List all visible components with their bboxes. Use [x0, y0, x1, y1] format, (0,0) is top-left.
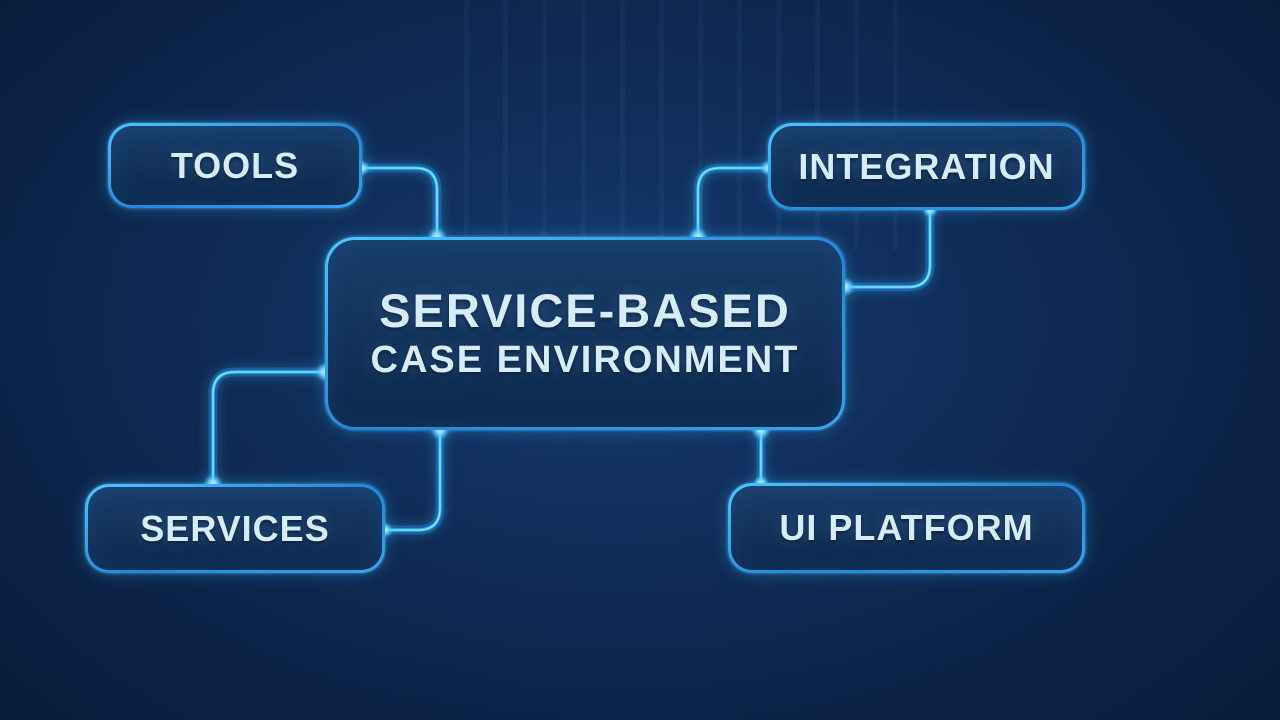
node-center: SERVICE-BASED CASE ENVIRONMENT — [325, 237, 845, 430]
center-title-line1: SERVICE-BASED — [379, 283, 791, 337]
node-ui-platform: UI PLATFORM — [728, 483, 1085, 573]
center-title-line2: CASE ENVIRONMENT — [370, 338, 800, 381]
connector-integration-center-top — [696, 166, 770, 239]
node-integration-label: INTEGRATION — [798, 145, 1055, 187]
node-center-body: SERVICE-BASED CASE ENVIRONMENT — [328, 240, 842, 427]
node-integration-body: INTEGRATION — [771, 126, 1082, 207]
connector-integration-center-right — [843, 208, 932, 289]
node-tools: TOOLS — [108, 123, 362, 208]
node-integration: INTEGRATION — [768, 123, 1085, 210]
node-services: SERVICES — [85, 484, 385, 573]
node-services-body: SERVICES — [88, 487, 382, 570]
node-services-label: SERVICES — [140, 507, 330, 549]
connector-tools-center — [360, 166, 439, 239]
node-tools-label: TOOLS — [170, 144, 300, 186]
node-tools-body: TOOLS — [111, 126, 359, 205]
connector-services-center-bottom — [383, 428, 442, 532]
node-ui-platform-body: UI PLATFORM — [731, 486, 1082, 570]
connector-services-center-left — [211, 370, 327, 486]
node-ui-platform-label: UI PLATFORM — [779, 507, 1034, 548]
